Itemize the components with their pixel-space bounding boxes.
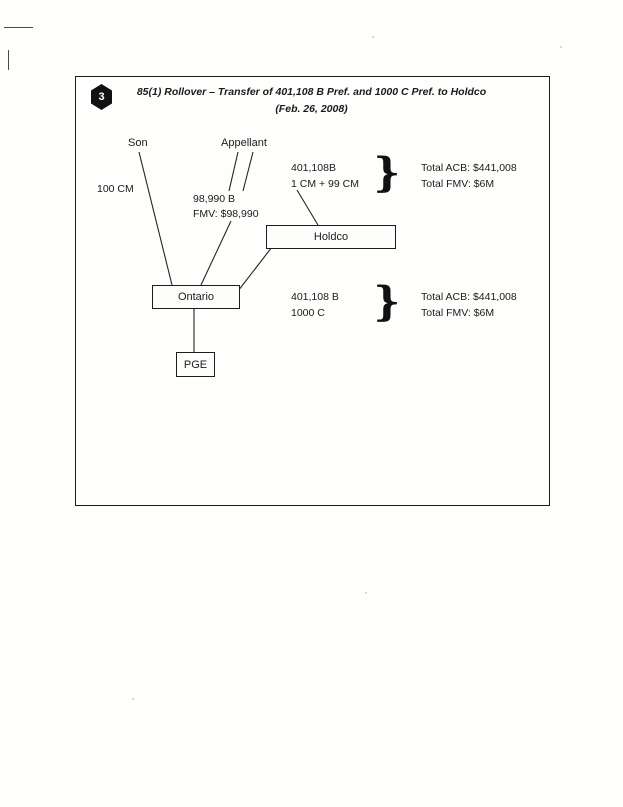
annotation-bottom-fmv: Total FMV: $6M — [421, 307, 495, 319]
annotation-top-acb: Total ACB: $441,008 — [421, 162, 517, 174]
label-transfer-bottom-2: 1000 C — [291, 307, 325, 319]
diagram-title: 85(1) Rollover – Transfer of 401,108 B P… — [75, 84, 548, 118]
node-holdco-label: Holdco — [313, 231, 349, 243]
scan-artifact-left — [8, 50, 9, 70]
hexagon-badge-icon — [91, 84, 112, 110]
node-ontario-label: Ontario — [177, 291, 215, 303]
node-appellant: Appellant — [221, 137, 267, 149]
diagram-frame — [75, 76, 550, 506]
node-son: Son — [128, 137, 148, 149]
label-transfer-bottom-1: 401,108 B — [291, 291, 339, 303]
label-appellant-shares-1: 98,990 B — [193, 193, 236, 205]
node-pge-label: PGE — [183, 358, 208, 371]
label-transfer-top-1: 401,108B — [291, 162, 336, 174]
scan-artifact-top — [4, 27, 33, 28]
scan-speck — [132, 698, 134, 700]
scan-speck — [560, 46, 562, 48]
annotation-bottom-acb: Total ACB: $441,008 — [421, 291, 517, 303]
label-son-shares: 100 CM — [97, 183, 134, 195]
label-appellant-shares-2: FMV: $98,990 — [193, 208, 259, 220]
scan-speck — [365, 592, 367, 594]
brace-icon: } — [373, 278, 401, 325]
slide-number: 3 — [98, 90, 105, 103]
node-box-holdco: Holdco — [266, 225, 396, 249]
node-box-ontario: Ontario — [152, 285, 240, 309]
scan-speck — [372, 36, 374, 38]
slide-number-badge: 3 — [90, 84, 113, 110]
label-transfer-top-2: 1 CM + 99 CM — [291, 178, 359, 190]
node-box-pge: PGE — [176, 352, 215, 377]
brace-icon: } — [373, 149, 401, 196]
annotation-top-fmv: Total FMV: $6M — [421, 178, 495, 190]
title-line-1: 85(1) Rollover – Transfer of 401,108 B P… — [136, 86, 487, 98]
title-line-2: (Feb. 26, 2008) — [275, 103, 348, 115]
